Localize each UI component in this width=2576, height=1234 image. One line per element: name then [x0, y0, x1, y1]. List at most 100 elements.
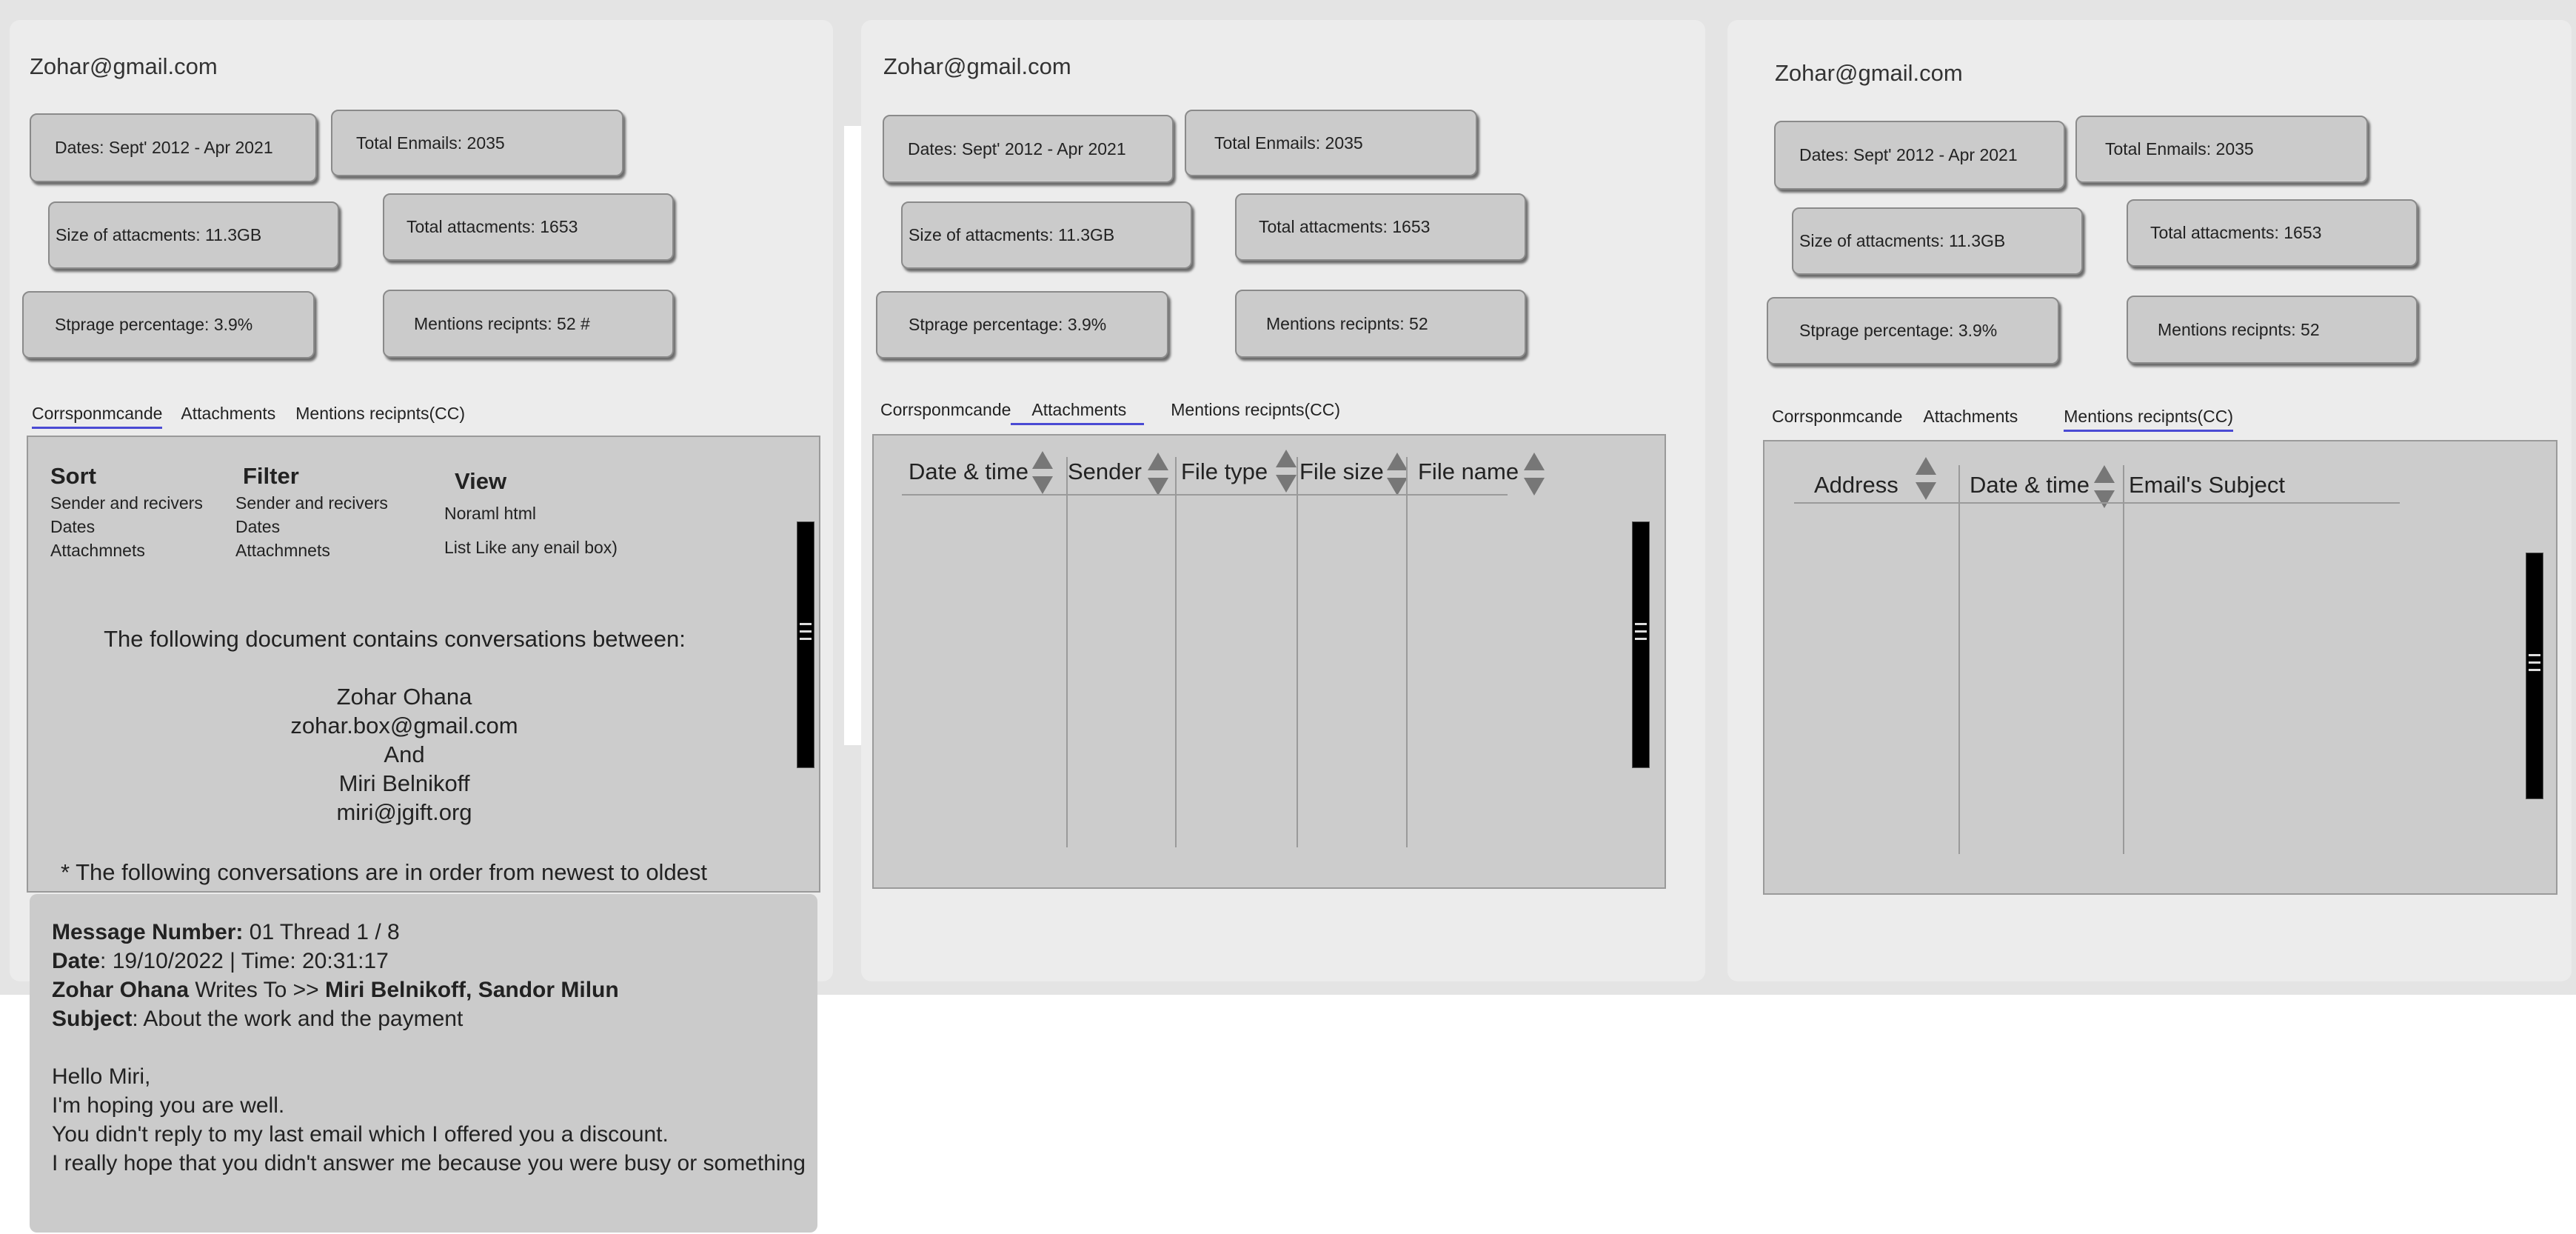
tab-attachments[interactable]: Attachments [1011, 400, 1145, 425]
attachments-column-header[interactable]: File size [1299, 458, 1384, 484]
dates-value: Dates: Sept' 2012 - Apr 2021 [1799, 145, 2018, 164]
total-emails-card: Total Enmails: 2035 [2075, 116, 2368, 183]
sort-option[interactable]: Attachmnets [50, 541, 145, 560]
sort-arrows-icon[interactable] [1916, 457, 1936, 500]
total-emails-card: Total Enmails: 2035 [331, 110, 623, 176]
message-date: Date: 19/10/2022 | Time: 20:31:17 [52, 949, 389, 973]
column-divider [1066, 457, 1068, 847]
total-attachments-value: Total attacments: 1653 [1259, 217, 1431, 236]
tab-mentions[interactable]: Mentions recipnts(CC) [1171, 400, 1341, 419]
attachments-column-header[interactable]: Sender [1068, 458, 1142, 484]
mentions-value: Mentions recipnts: 52 [1266, 313, 1428, 333]
dates-value: Dates: Sept' 2012 - Apr 2021 [908, 139, 1126, 159]
sort-arrows-icon[interactable] [1032, 451, 1053, 494]
attachments-table [872, 434, 1666, 889]
sort-arrows-icon[interactable] [1387, 453, 1408, 496]
scrollbar[interactable] [2526, 553, 2543, 799]
dates-card: Dates: Sept' 2012 - Apr 2021 [1774, 121, 2065, 190]
message-participants: Zohar Ohana Writes To >> Miri Belnikoff,… [52, 978, 619, 1002]
attachments-size-card: Size of attacments: 11.3GB [901, 201, 1192, 269]
intro-people: Zohar Ohana zohar.box@gmail.com And Miri… [10, 682, 799, 827]
attachments-column-header[interactable]: File type [1181, 458, 1268, 484]
total-attachments-value: Total attacments: 1653 [407, 217, 578, 236]
column-divider [1406, 457, 1408, 847]
sort-arrows-icon[interactable] [1148, 453, 1168, 496]
tab-bar: Corrsponmcande Attachments Mentions reci… [32, 404, 465, 429]
sort-option[interactable]: Sender and recivers [50, 493, 203, 513]
message-body-line: I really hope that you didn't answer me … [52, 1151, 806, 1175]
column-divider [2123, 465, 2124, 854]
message-card: Message Number: 01 Thread 1 / 8 Date: 19… [30, 894, 817, 1233]
correspondence-content [27, 436, 820, 893]
person1-name: Zohar Ohana [336, 684, 472, 710]
order-note: * The following conversations are in ord… [61, 859, 708, 885]
storage-card: Stprage percentage: 3.9% [1767, 297, 2059, 364]
storage-card: Stprage percentage: 3.9% [22, 291, 315, 358]
tab-attachments[interactable]: Attachments [181, 404, 276, 423]
storage-value: Stprage percentage: 3.9% [1799, 321, 1998, 340]
tab-mentions[interactable]: Mentions recipnts(CC) [295, 404, 466, 423]
mentions-table [1763, 440, 2557, 895]
intro-line: The following document contains conversa… [104, 626, 686, 652]
tab-attachments[interactable]: Attachments [1923, 407, 2018, 426]
attachments-size-value: Size of attacments: 11.3GB [909, 225, 1115, 244]
dates-card: Dates: Sept' 2012 - Apr 2021 [30, 113, 317, 182]
view-option-html[interactable]: Noraml html [444, 504, 536, 523]
filter-option[interactable]: Attachmnets [235, 541, 330, 560]
total-emails-card: Total Enmails: 2035 [1185, 110, 1477, 176]
mentions-card: Mentions recipnts: 52 [1235, 290, 1526, 358]
mentions-value: Mentions recipnts: 52 [2158, 319, 2320, 339]
scrollbar[interactable] [797, 521, 814, 768]
account-email: Zohar@gmail.com [30, 53, 218, 79]
view-title: View [455, 468, 507, 494]
message-body-line: You didn't reply to my last email which … [52, 1122, 669, 1147]
attachments-size-card: Size of attacments: 11.3GB [1792, 207, 2083, 275]
total-attachments-card: Total attacments: 1653 [1235, 193, 1526, 261]
sort-arrows-icon[interactable] [1276, 450, 1297, 493]
attachments-size-value: Size of attacments: 11.3GB [56, 225, 262, 244]
attachments-column-header[interactable]: Date & time [909, 458, 1028, 484]
total-attachments-card: Total attacments: 1653 [383, 193, 674, 261]
total-attachments-value: Total attacments: 1653 [2150, 223, 2322, 242]
person2-name: Miri Belnikoff [338, 770, 470, 796]
storage-value: Stprage percentage: 3.9% [909, 315, 1107, 334]
dates-card: Dates: Sept' 2012 - Apr 2021 [883, 115, 1174, 183]
attachments-column-header[interactable]: File name [1418, 458, 1519, 484]
and-label: And [384, 741, 425, 767]
sort-options: Sort Sender and recivers Dates Attachmne… [50, 461, 203, 562]
mentions-card: Mentions recipnts: 52 [2127, 296, 2418, 364]
message-subject: Subject: About the work and the payment [52, 1007, 464, 1031]
tab-correspondence[interactable]: Corrsponmcande [880, 400, 1011, 419]
mentions-column-header[interactable]: Date & time [1970, 472, 2090, 498]
total-emails-value: Total Enmails: 2035 [2105, 139, 2254, 159]
person2-email: miri@jgift.org [336, 799, 472, 825]
sort-option[interactable]: Dates [50, 517, 96, 536]
tab-correspondence[interactable]: Corrsponmcande [1772, 407, 1903, 426]
attachments-size-value: Size of attacments: 11.3GB [1799, 231, 2006, 250]
view-option-list[interactable]: List Like any enail box) [444, 538, 618, 557]
message-body-line: Hello Miri, [52, 1064, 151, 1089]
column-divider [1958, 465, 1960, 854]
storage-card: Stprage percentage: 3.9% [876, 291, 1168, 358]
sort-arrows-icon[interactable] [1524, 453, 1545, 496]
dates-value: Dates: Sept' 2012 - Apr 2021 [55, 138, 273, 157]
column-divider [1297, 457, 1298, 847]
scrollbar[interactable] [1632, 521, 1650, 768]
attachments-size-card: Size of attacments: 11.3GB [48, 201, 339, 269]
mentions-card: Mentions recipnts: 52 # [383, 290, 674, 358]
view-options: View Noraml html List Like any enail box… [444, 467, 618, 564]
filter-title: Filter [243, 463, 299, 489]
mentions-column-header[interactable]: Email's Subject [2129, 472, 2285, 498]
tab-correspondence[interactable]: Corrsponmcande [32, 404, 163, 429]
filter-option[interactable]: Sender and recivers [235, 493, 388, 513]
account-email: Zohar@gmail.com [1775, 60, 1963, 86]
tab-mentions[interactable]: Mentions recipnts(CC) [2064, 407, 2234, 432]
tab-bar: Corrsponmcande Attachments Mentions reci… [880, 400, 1340, 425]
filter-option[interactable]: Dates [235, 517, 281, 536]
mentions-column-header[interactable]: Address [1814, 472, 1898, 498]
sort-arrows-icon[interactable] [2094, 465, 2115, 508]
filter-options: Filter Sender and recivers Dates Attachm… [235, 461, 388, 562]
account-email: Zohar@gmail.com [883, 53, 1071, 79]
person1-email: zohar.box@gmail.com [290, 713, 518, 738]
tab-bar: Corrsponmcande Attachments Mentions reci… [1772, 407, 2234, 432]
